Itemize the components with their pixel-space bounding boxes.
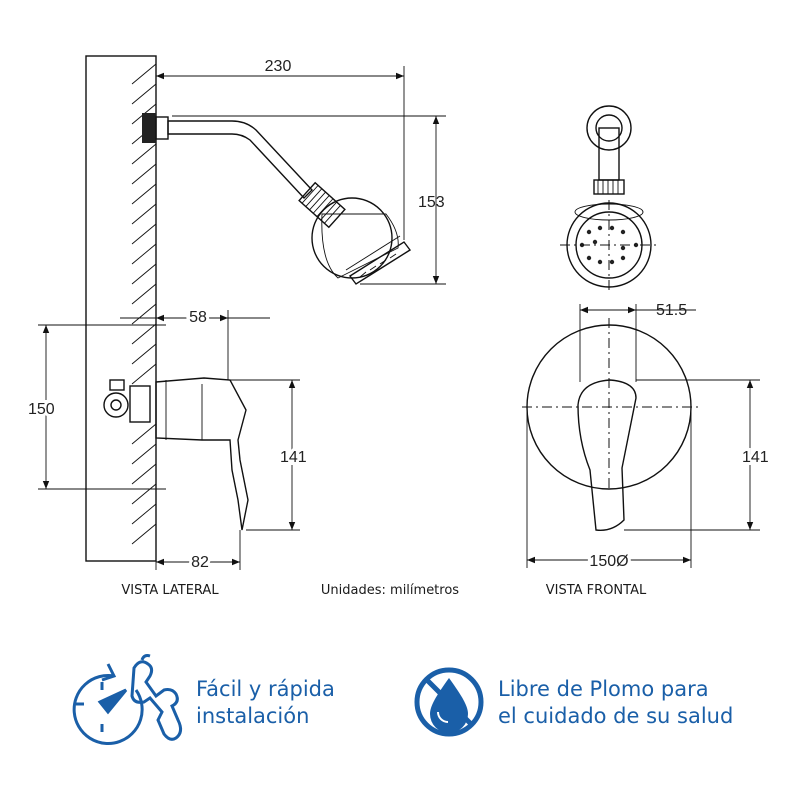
dim-lever-width-front: 51.5 bbox=[656, 302, 687, 319]
feature-lead-free: Libre de Plomo para el cuidado de su sal… bbox=[414, 667, 733, 737]
feature-install: Fácil y rápida instalación bbox=[72, 654, 335, 745]
feature-lead-free-line2: el cuidado de su salud bbox=[498, 704, 733, 728]
dim-valve-depth: 58 bbox=[189, 309, 207, 326]
dim-plate-height: 150 bbox=[28, 401, 55, 418]
shower-arm bbox=[142, 113, 346, 229]
install-tools-icon bbox=[72, 654, 183, 745]
caption-units: Unidades: milímetros bbox=[321, 583, 459, 598]
wall-panel bbox=[85, 55, 157, 562]
dim-plate-diameter: 150Ø bbox=[589, 553, 628, 570]
side-view: 230 153 58 150 141 82 VISTA LATERAL bbox=[25, 55, 446, 598]
shower-head-front bbox=[560, 200, 658, 290]
feature-install-line2: instalación bbox=[196, 704, 309, 728]
dim-arm-height: 153 bbox=[418, 194, 445, 211]
front-view: 51.5 141 150Ø VISTA FRONTAL bbox=[522, 105, 772, 598]
lead-free-drop-icon bbox=[414, 667, 484, 737]
feature-lead-free-line1: Libre de Plomo para bbox=[498, 677, 709, 701]
feature-install-line1: Fácil y rápida bbox=[196, 677, 335, 701]
dim-lever-height-side: 141 bbox=[280, 449, 307, 466]
lever-front bbox=[577, 379, 637, 531]
shower-head-side bbox=[311, 197, 412, 285]
dim-lever-height-front: 141 bbox=[742, 449, 769, 466]
dim-arm-length: 230 bbox=[265, 58, 292, 75]
caption-side-view: VISTA LATERAL bbox=[121, 583, 219, 598]
wall-hatching bbox=[131, 63, 157, 545]
valve-side bbox=[103, 377, 249, 531]
shower-arm-front bbox=[586, 105, 632, 195]
dim-plate-depth: 82 bbox=[191, 554, 209, 571]
caption-front-view: VISTA FRONTAL bbox=[546, 583, 647, 598]
